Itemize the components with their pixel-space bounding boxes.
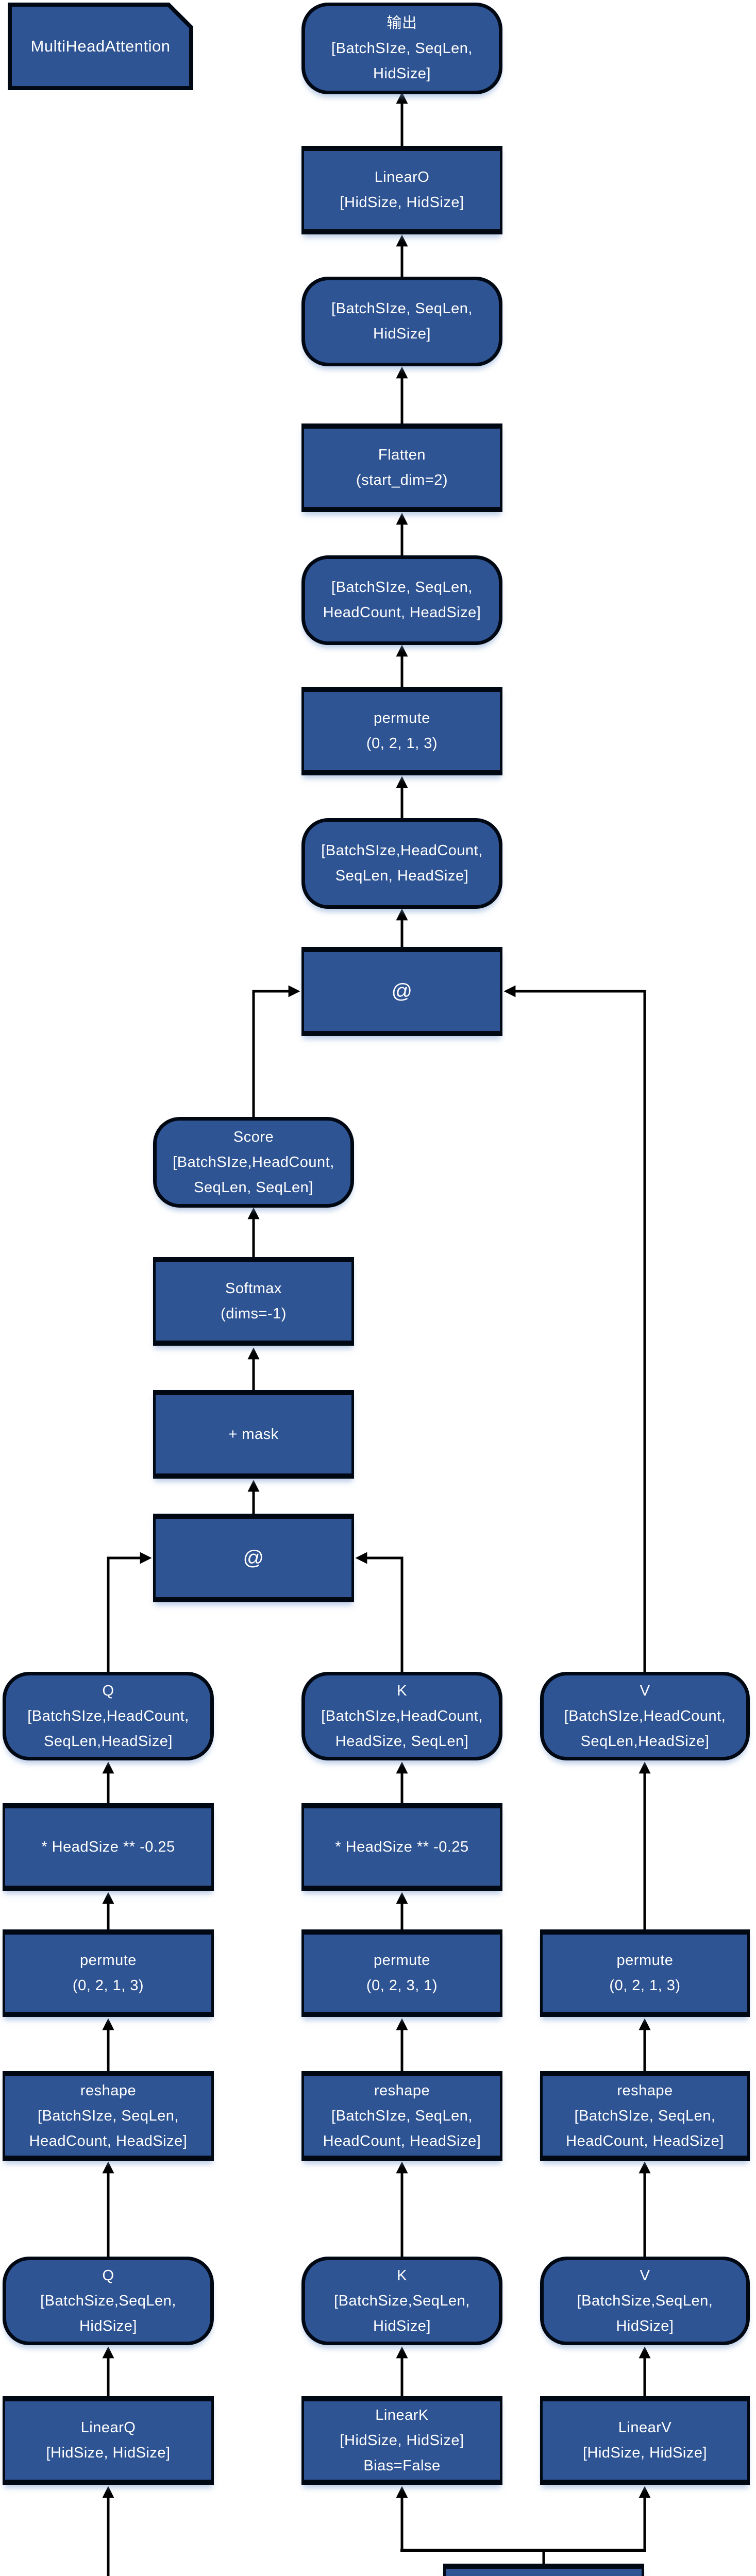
node-v-heads: V [BatchSIze,HeadCount, SeqLen,HeadSize] bbox=[540, 1672, 750, 1760]
edge-qheads-matmulqk bbox=[107, 1552, 152, 1672]
node-score-label: Score [BatchSIze,HeadCount, SeqLen, SeqL… bbox=[173, 1128, 334, 1196]
node-score: Score [BatchSIze,HeadCount, SeqLen, SeqL… bbox=[153, 1117, 354, 1208]
node-shape-headcount-seqlen-headsize: [BatchSIze,HeadCount, SeqLen, HeadSize] bbox=[301, 818, 502, 909]
card-shape-icon bbox=[8, 3, 193, 90]
title-card-label: MultiHeadAttention bbox=[30, 37, 171, 55]
node-permute-o-label: permute (0, 2, 1, 3) bbox=[366, 710, 438, 752]
node-k-proj-label: K [BatchSize,SeqLen, HidSize] bbox=[334, 2267, 470, 2334]
node-scale-k-label: * HeadSize ** -0.25 bbox=[335, 1838, 469, 1855]
edge-kheads-matmulqk bbox=[355, 1552, 404, 1672]
node-v-heads-label: V [BatchSIze,HeadCount, SeqLen,HeadSize] bbox=[564, 1682, 726, 1750]
node-linear-v: LinearV [HidSize, HidSize] bbox=[540, 2396, 750, 2485]
node-q-heads-label: Q [BatchSIze,HeadCount, SeqLen,HeadSize] bbox=[27, 1682, 189, 1750]
node-permute-q-label: permute (0, 2, 1, 3) bbox=[72, 1952, 144, 1994]
node-shape-seqlen-headcount-headsize-label: [BatchSIze, SeqLen, HeadCount, HeadSize] bbox=[323, 579, 481, 621]
node-q-heads: Q [BatchSIze,HeadCount, SeqLen,HeadSize] bbox=[3, 1672, 214, 1760]
node-k-proj: K [BatchSize,SeqLen, HidSize] bbox=[301, 2257, 502, 2345]
node-flatten-label: Flatten (start_dim=2) bbox=[356, 447, 448, 488]
node-matmul-attn-v: @ bbox=[301, 947, 502, 1036]
node-reshape-q-label: reshape [BatchSIze, SeqLen, HeadCount, H… bbox=[29, 2082, 188, 2149]
node-q-proj: Q [BatchSize,SeqLen, HidSize] bbox=[3, 2257, 214, 2345]
edge-vheads-matmulav bbox=[503, 985, 646, 1672]
node-scale-q: * HeadSize ** -0.25 bbox=[3, 1803, 214, 1891]
node-q-proj-label: Q [BatchSize,SeqLen, HidSize] bbox=[40, 2267, 176, 2334]
node-permute-v: permute (0, 2, 1, 3) bbox=[540, 1929, 750, 2017]
edge-score-matmulav bbox=[252, 985, 300, 1117]
node-linear-o: LinearO [HidSize, HidSize] bbox=[301, 146, 502, 234]
node-linear-q: LinearQ [HidSize, HidSize] bbox=[3, 2396, 214, 2485]
node-reshape-k: reshape [BatchSIze, SeqLen, HeadCount, H… bbox=[301, 2071, 502, 2161]
node-output: 输出 [BatchSIze, SeqLen, HidSize] bbox=[301, 3, 502, 94]
node-shape-seqlen-headcount-headsize: [BatchSIze, SeqLen, HeadCount, HeadSize] bbox=[301, 555, 502, 645]
node-input-select: 输入2 or 输入1 bbox=[443, 2564, 644, 2576]
node-matmul-q-k-label: @ bbox=[243, 1546, 264, 1569]
node-reshape-v-label: reshape [BatchSIze, SeqLen, HeadCount, H… bbox=[566, 2082, 724, 2149]
node-add-mask-label: + mask bbox=[228, 1426, 279, 1443]
node-matmul-attn-v-label: @ bbox=[391, 980, 413, 1003]
node-reshape-q: reshape [BatchSIze, SeqLen, HeadCount, H… bbox=[3, 2071, 214, 2161]
node-permute-o: permute (0, 2, 1, 3) bbox=[301, 687, 502, 775]
node-flatten: Flatten (start_dim=2) bbox=[301, 423, 502, 512]
node-scale-q-label: * HeadSize ** -0.25 bbox=[41, 1838, 175, 1855]
node-shape-seqlen-hidsize-label: [BatchSIze, SeqLen, HidSize] bbox=[331, 300, 473, 342]
node-linear-v-label: LinearV [HidSize, HidSize] bbox=[582, 2419, 708, 2461]
node-permute-v-label: permute (0, 2, 1, 3) bbox=[609, 1952, 681, 1994]
node-softmax-label: Softmax (dims=-1) bbox=[221, 1280, 287, 1322]
node-output-label: 输出 [BatchSIze, SeqLen, HidSize] bbox=[331, 14, 473, 82]
node-k-heads-label: K [BatchSIze,HeadCount, HeadSize, SeqLen… bbox=[321, 1682, 483, 1750]
node-linear-k: LinearK [HidSize, HidSize] Bias=False bbox=[301, 2396, 502, 2485]
node-linear-k-label: LinearK [HidSize, HidSize] Bias=False bbox=[340, 2406, 464, 2474]
node-reshape-k-label: reshape [BatchSIze, SeqLen, HeadCount, H… bbox=[323, 2082, 481, 2149]
node-shape-seqlen-hidsize: [BatchSIze, SeqLen, HidSize] bbox=[301, 277, 502, 366]
node-v-proj: V [BatchSize,SeqLen, HidSize] bbox=[540, 2257, 750, 2345]
node-shape-headcount-seqlen-headsize-label: [BatchSIze,HeadCount, SeqLen, HeadSize] bbox=[321, 842, 483, 884]
node-k-heads: K [BatchSIze,HeadCount, HeadSize, SeqLen… bbox=[301, 1672, 502, 1760]
node-matmul-q-k: @ bbox=[153, 1514, 354, 1602]
node-linear-q-label: LinearQ [HidSize, HidSize] bbox=[46, 2419, 171, 2461]
node-permute-k-label: permute (0, 2, 3, 1) bbox=[366, 1952, 438, 1994]
title-card: MultiHeadAttention bbox=[8, 3, 193, 90]
node-softmax: Softmax (dims=-1) bbox=[153, 1257, 354, 1346]
node-permute-q: permute (0, 2, 1, 3) bbox=[3, 1929, 214, 2017]
node-linear-o-label: LinearO [HidSize, HidSize] bbox=[340, 169, 464, 211]
node-scale-k: * HeadSize ** -0.25 bbox=[301, 1803, 502, 1891]
node-permute-k: permute (0, 2, 3, 1) bbox=[301, 1929, 502, 2017]
node-reshape-v: reshape [BatchSIze, SeqLen, HeadCount, H… bbox=[540, 2071, 750, 2161]
node-add-mask: + mask bbox=[153, 1390, 354, 1479]
node-v-proj-label: V [BatchSize,SeqLen, HidSize] bbox=[577, 2267, 713, 2334]
